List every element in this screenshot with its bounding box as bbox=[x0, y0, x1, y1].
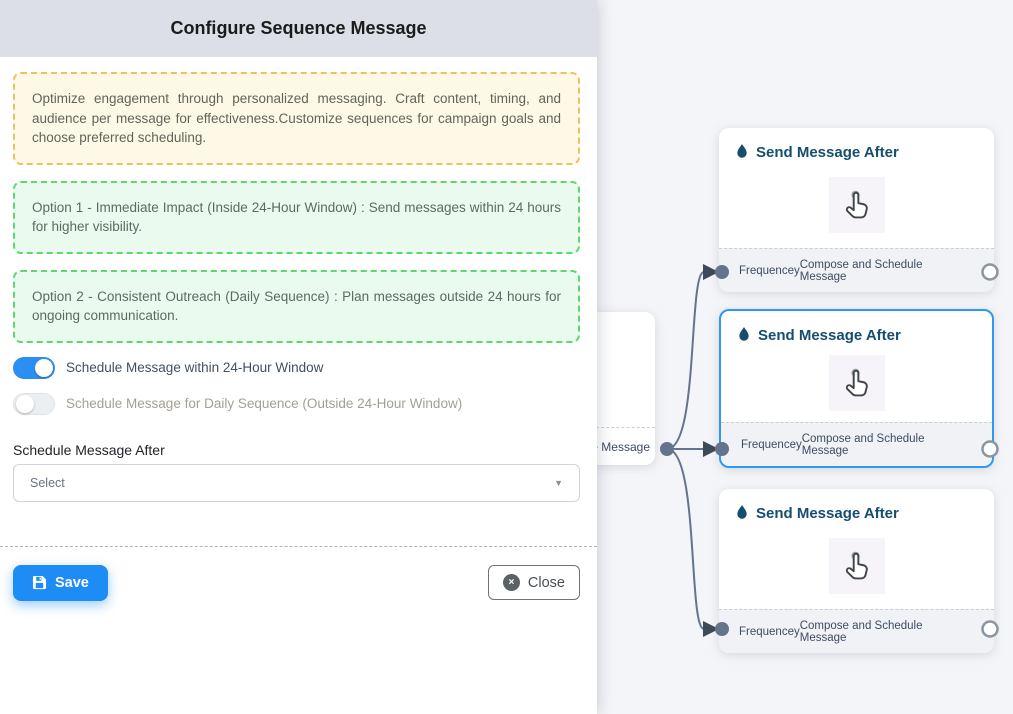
droplet-icon bbox=[737, 505, 747, 519]
node-footer: Frequencey Compose and Schedule Message bbox=[719, 248, 994, 292]
schedule-after-select[interactable]: Select ▼ bbox=[13, 463, 580, 502]
source-handle[interactable] bbox=[660, 442, 674, 456]
edge-to-node-3 bbox=[666, 448, 705, 630]
toggle-daily-sequence[interactable] bbox=[13, 392, 55, 415]
configure-sequence-panel: Configure Sequence Message Optimize enga… bbox=[0, 0, 597, 714]
option-2-info-box: Option 2 - Consistent Outreach (Daily Se… bbox=[13, 269, 580, 343]
node-title: Send Message After bbox=[758, 326, 901, 344]
hand-cursor-icon[interactable] bbox=[828, 537, 885, 594]
compose-schedule-label[interactable]: Compose and Schedule Message bbox=[801, 432, 925, 457]
toggle-daily-sequence-label: Schedule Message for Daily Sequence (Out… bbox=[66, 396, 463, 411]
node-body bbox=[719, 522, 994, 609]
schedule-after-label: Schedule Message After bbox=[13, 441, 165, 458]
select-value: Select bbox=[30, 475, 65, 490]
edge-to-node-1 bbox=[666, 271, 705, 450]
node-body bbox=[721, 344, 992, 422]
compose-schedule-label[interactable]: Compose and Schedule Message bbox=[799, 619, 923, 644]
node-footer: Frequencey Compose and Schedule Message bbox=[719, 609, 994, 653]
frequency-label[interactable]: Frequencey bbox=[739, 625, 800, 638]
edge-arrowhead bbox=[703, 264, 719, 280]
save-button-label: Save bbox=[55, 574, 89, 591]
toggle-row-24-hour: Schedule Message within 24-Hour Window bbox=[13, 356, 580, 379]
flow-node-send-message-3[interactable]: Send Message After Frequencey Compose an… bbox=[719, 489, 994, 653]
frequency-label[interactable]: Frequencey bbox=[741, 438, 802, 451]
droplet-icon bbox=[739, 327, 749, 341]
panel-title: Configure Sequence Message bbox=[170, 18, 427, 38]
close-button[interactable]: × Close bbox=[487, 565, 580, 600]
node-body bbox=[719, 161, 994, 248]
panel-header: Configure Sequence Message bbox=[0, 0, 597, 57]
partial-node-label: ce Message bbox=[540, 427, 655, 465]
save-button[interactable]: Save bbox=[13, 564, 108, 601]
close-icon: × bbox=[502, 574, 520, 591]
intro-info-box: Optimize engagement through personalized… bbox=[13, 72, 580, 165]
frequency-label[interactable]: Frequencey bbox=[739, 264, 800, 277]
toggle-24-hour-label: Schedule Message within 24-Hour Window bbox=[66, 360, 324, 375]
compose-schedule-label[interactable]: Compose and Schedule Message bbox=[799, 258, 923, 283]
chevron-down-icon: ▼ bbox=[554, 477, 563, 488]
footer-divider bbox=[0, 545, 597, 547]
hand-cursor-icon[interactable] bbox=[828, 355, 885, 411]
droplet-icon bbox=[737, 144, 747, 158]
node-title: Send Message After bbox=[756, 143, 899, 161]
node-head: Send Message After bbox=[719, 489, 994, 522]
node-footer: Frequencey Compose and Schedule Message bbox=[721, 422, 992, 466]
save-icon bbox=[32, 575, 47, 590]
toggle-24-hour-window[interactable] bbox=[13, 356, 55, 379]
node-head: Send Message After bbox=[719, 128, 994, 161]
close-button-label: Close bbox=[527, 574, 565, 591]
flow-node-send-message-2[interactable]: Send Message After Frequencey Compose an… bbox=[719, 309, 994, 468]
panel-footer: Save × Close bbox=[13, 564, 580, 601]
panel-body: Optimize engagement through personalized… bbox=[0, 57, 597, 601]
node-title: Send Message After bbox=[756, 504, 899, 522]
edge-arrowhead bbox=[703, 621, 719, 637]
toggle-row-daily-sequence: Schedule Message for Daily Sequence (Out… bbox=[13, 392, 580, 415]
node-head: Send Message After bbox=[721, 311, 992, 344]
flow-node-send-message-1[interactable]: Send Message After Frequencey Compose an… bbox=[719, 128, 994, 292]
option-1-info-box: Option 1 - Immediate Impact (Inside 24-H… bbox=[13, 180, 580, 254]
edge-arrowhead bbox=[703, 441, 719, 457]
hand-cursor-icon[interactable] bbox=[828, 176, 885, 233]
